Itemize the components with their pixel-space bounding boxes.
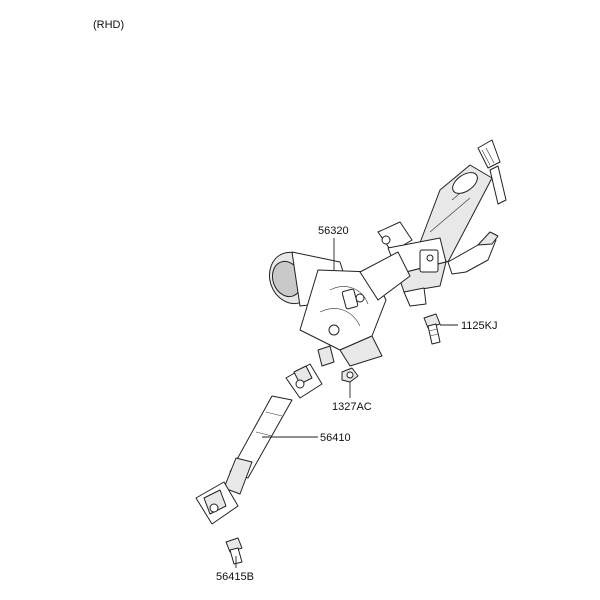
callout-nut: 1327AC bbox=[332, 401, 372, 413]
gear-box-motor-assembly bbox=[268, 251, 411, 367]
nut-part bbox=[341, 367, 359, 383]
steering-column-tube bbox=[417, 139, 507, 275]
intermediate-shaft bbox=[195, 363, 323, 525]
callout-gear-box: 56320 bbox=[318, 225, 349, 237]
callout-bolt: 1125KJ bbox=[461, 320, 498, 332]
callout-intermediate-shaft: 56410 bbox=[320, 432, 351, 444]
callout-yoke-bolt: 56415B bbox=[216, 571, 254, 583]
yoke-bolt-part bbox=[225, 537, 243, 565]
variant-label: (RHD) bbox=[93, 19, 124, 31]
bolt-part bbox=[423, 313, 441, 345]
